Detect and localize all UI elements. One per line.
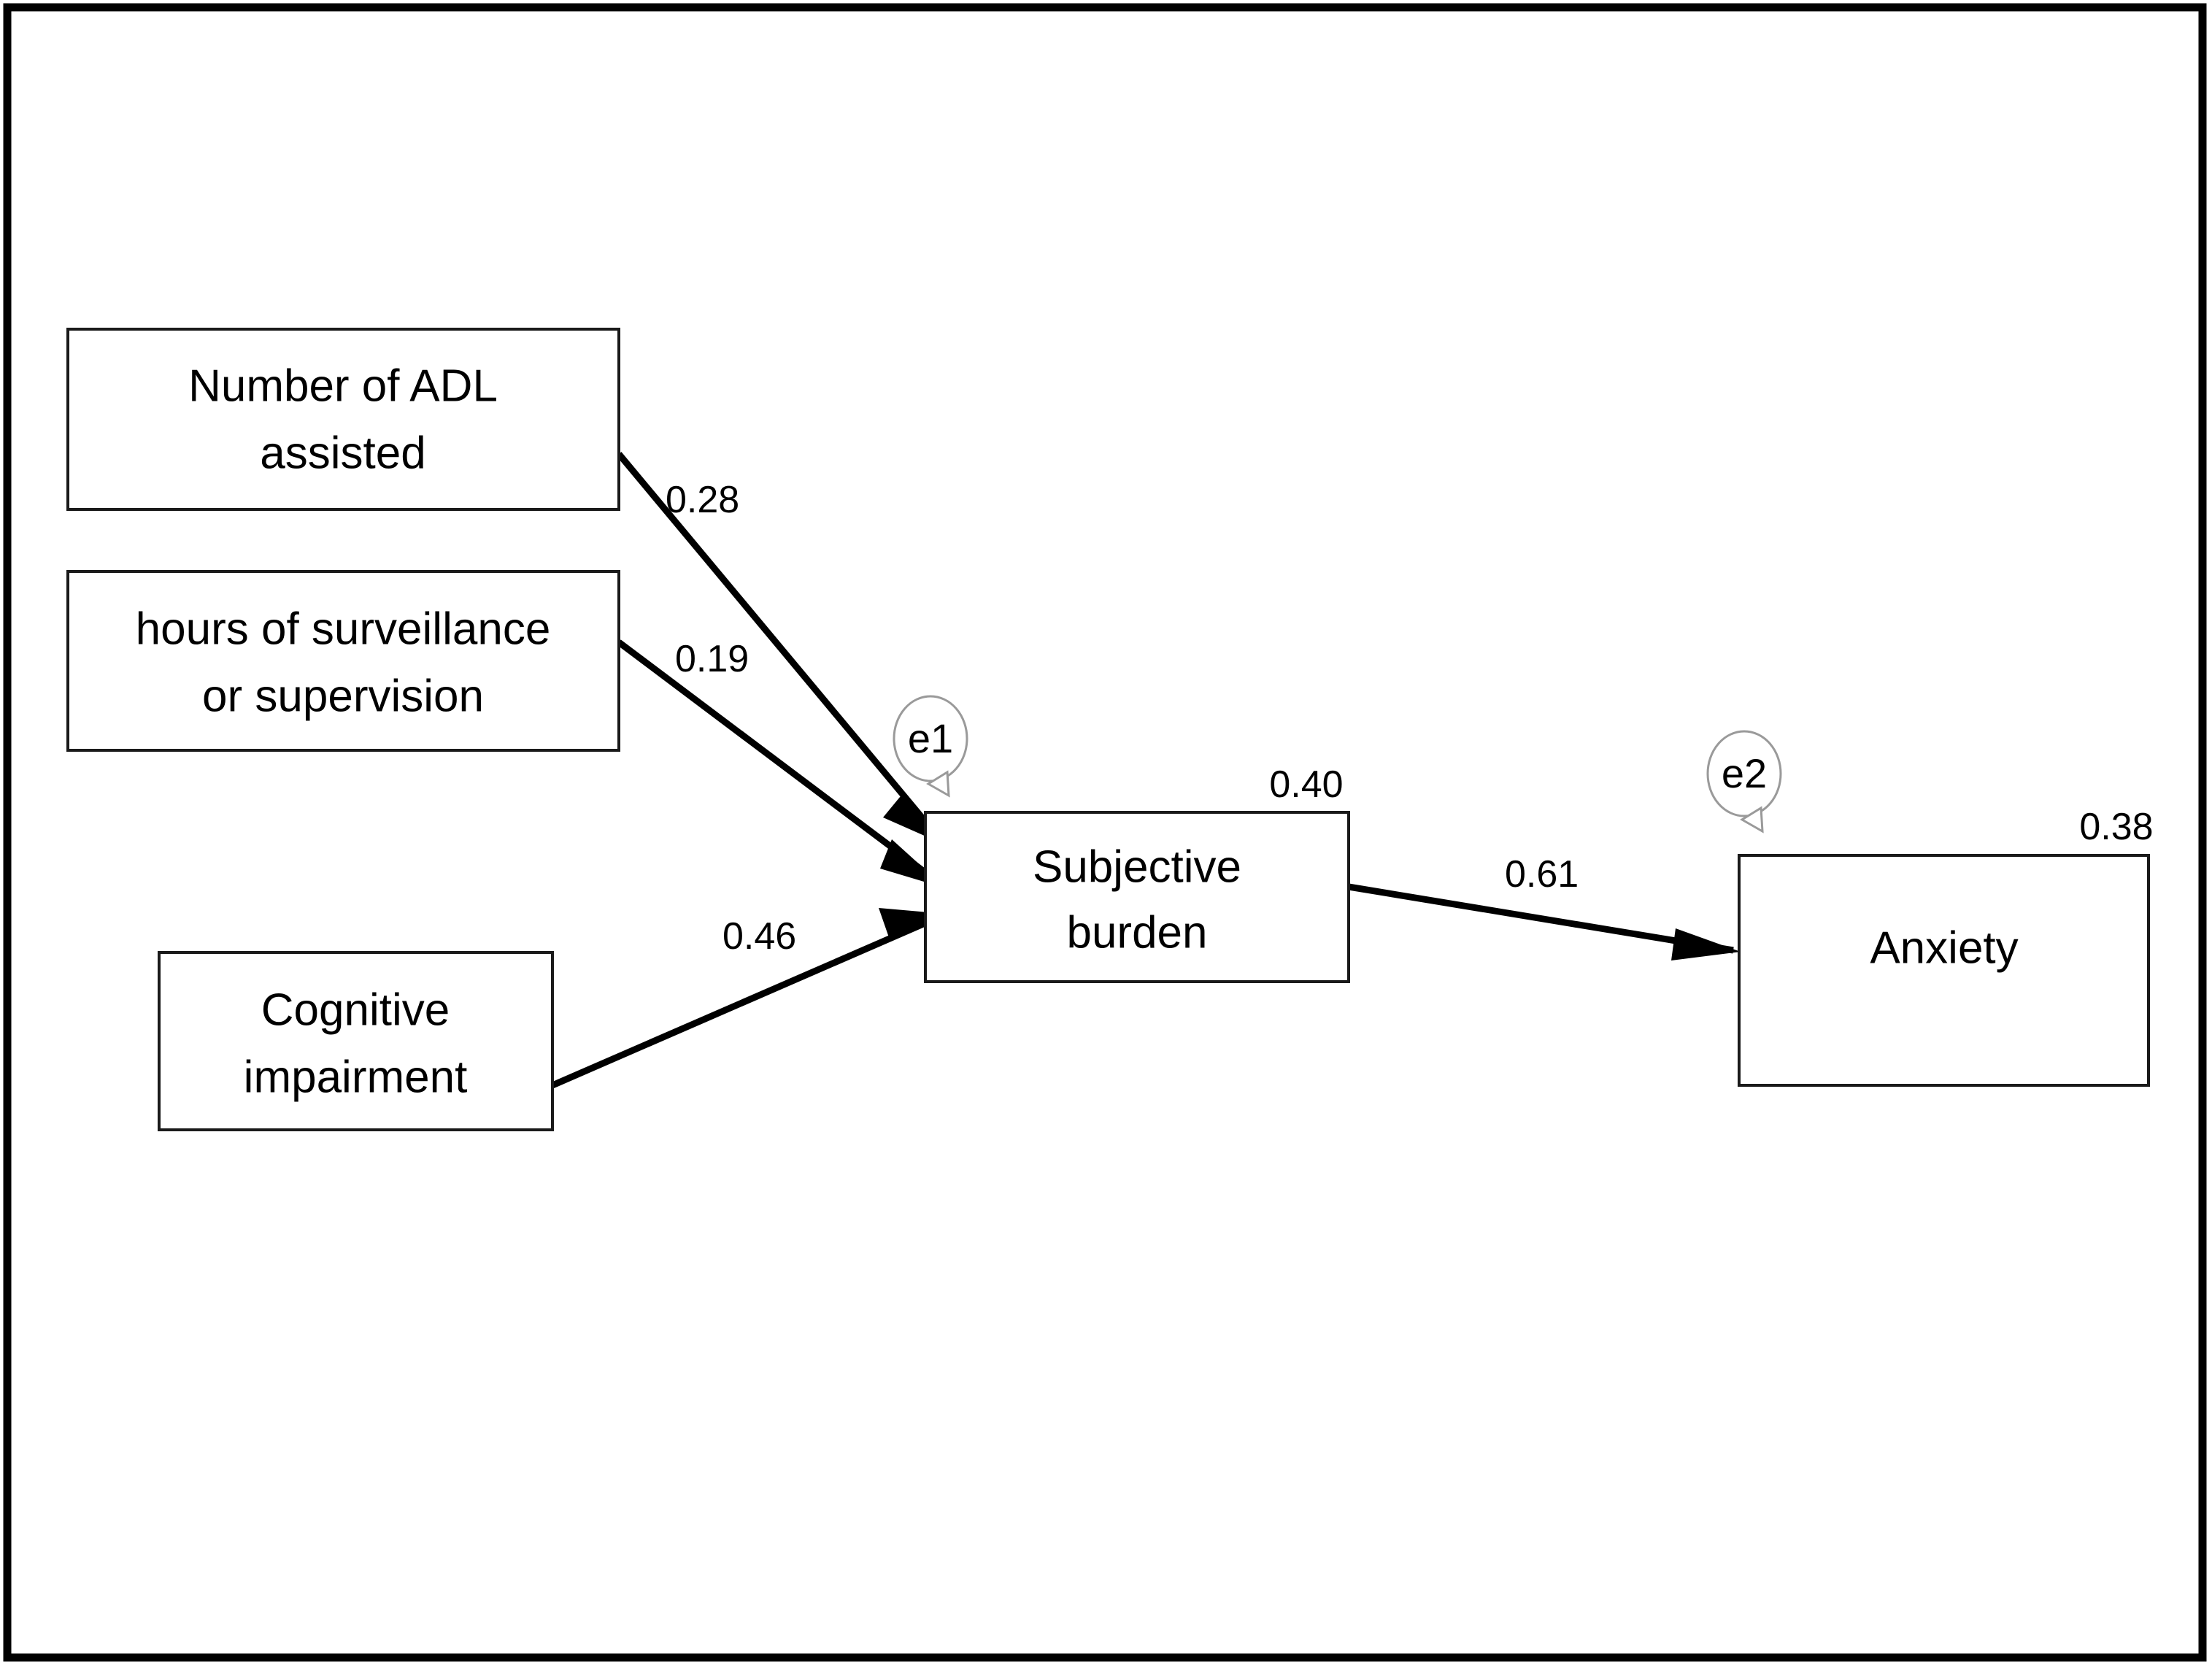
anxiety-box[interactable] xyxy=(1738,854,2150,1087)
burden-label-line2: burden xyxy=(1066,907,1207,958)
burden-box[interactable] xyxy=(924,811,1350,983)
e1-arrowhead-icon xyxy=(926,770,950,798)
node-hours-of-surveillance[interactable]: hours of surveillance or supervision xyxy=(66,570,620,752)
e1-ellipse xyxy=(893,695,968,782)
coef-burden-to-anxiety: 0.61 xyxy=(1505,853,1579,896)
node-subjective-burden[interactable]: Subjective burden xyxy=(924,811,1350,983)
cognitive-label-line2: impairment xyxy=(244,1052,468,1102)
path-hours-to-burden xyxy=(617,639,946,888)
hours-label-line2: or supervision xyxy=(202,671,484,721)
hours-label-line1: hours of surveillance xyxy=(136,604,551,654)
r2-subjective-burden: 0.40 xyxy=(1269,763,1343,806)
e1-label: e1 xyxy=(908,715,953,761)
node-anxiety[interactable]: Anxiety xyxy=(1738,854,2150,1087)
adl-label-line1: Number of ADL xyxy=(188,361,498,411)
node-cognitive-impairment[interactable]: Cognitive impairment xyxy=(158,951,554,1131)
adl-box[interactable] xyxy=(66,328,620,511)
e2-ellipse xyxy=(1706,730,1782,817)
error-term-e2: e2 xyxy=(1706,730,1782,834)
burden-label-line1: Subjective xyxy=(1033,842,1241,892)
arrowhead-icon xyxy=(1671,928,1741,960)
adl-label-line2: assisted xyxy=(260,428,425,478)
coef-cognitive-to-burden: 0.46 xyxy=(722,915,796,958)
e2-arrowhead-icon xyxy=(1740,806,1764,834)
cognitive-box[interactable] xyxy=(158,951,554,1131)
error-term-e1: e1 xyxy=(893,695,968,798)
hours-box[interactable] xyxy=(66,570,620,752)
anxiety-label-line1: Anxiety xyxy=(1870,923,2018,973)
e2-label: e2 xyxy=(1722,750,1767,796)
path-burden-to-anxiety xyxy=(1348,883,1741,960)
node-number-of-adl-assisted[interactable]: Number of ADL assisted xyxy=(66,328,620,511)
r2-anxiety: 0.38 xyxy=(2079,806,2153,848)
cognitive-label-line1: Cognitive xyxy=(261,985,450,1035)
figure-frame xyxy=(3,3,2207,1662)
coef-adl-to-burden: 0.28 xyxy=(666,479,739,521)
coef-hours-to-burden: 0.19 xyxy=(675,638,749,680)
